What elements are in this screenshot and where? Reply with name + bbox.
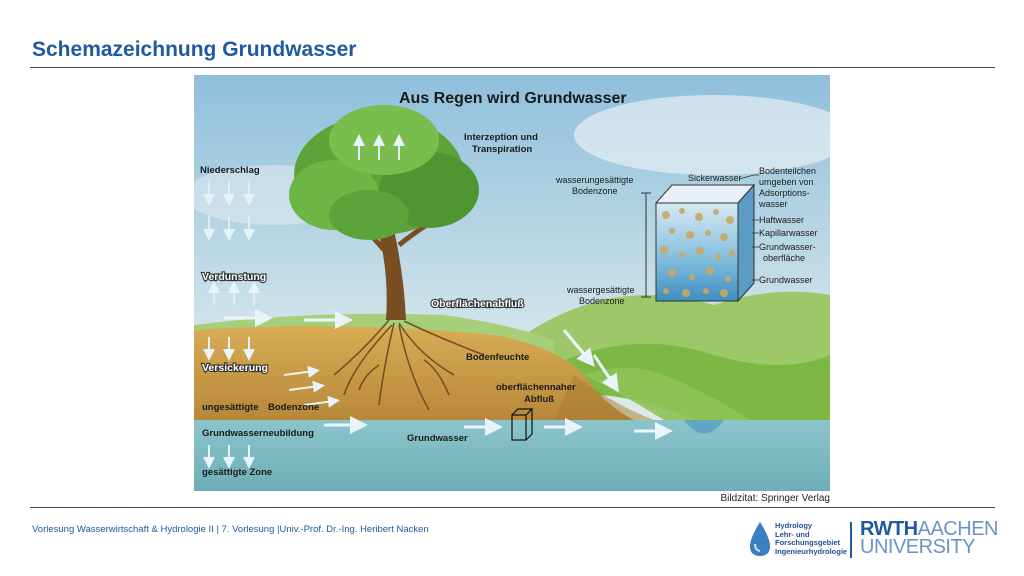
tree-trunk <box>379 230 406 320</box>
label-ungesaettigte: ungesättigte <box>202 402 258 413</box>
soil-unsaturated-zone <box>194 326 634 420</box>
footer-lecture-info: Vorlesung Wasserwirtschaft & Hydrologie … <box>32 524 429 535</box>
stream <box>684 420 724 434</box>
label-cube-grundwasser: Grundwasser <box>759 275 813 285</box>
title-divider <box>30 67 995 68</box>
label-gw-oberflaeche-2: oberfläche <box>763 253 805 263</box>
label-kapillarwasser: Kapillarwasser <box>759 228 818 238</box>
hydrology-logo-text: Hydrology Lehr- und Forschungsgebiet Ing… <box>775 521 848 556</box>
rwth-logo: RWTHAACHEN UNIVERSITY <box>860 518 999 558</box>
label-gesaettigte-zone: gesättigte Zone <box>202 467 272 478</box>
label-grundwasser: Grundwasser <box>407 433 468 444</box>
label-interzeption-1: Interzeption und <box>464 132 538 143</box>
image-caption: Bildzitat: Springer Verlag <box>720 493 830 504</box>
label-bodenfeuchte: Bodenfeuchte <box>466 352 529 363</box>
infiltration-arrows <box>203 337 340 469</box>
label-wasserungesaettigte-1: wasserungesättigte <box>555 175 634 185</box>
diagram-illustration: Aus Regen wird Grundwasser Interzeption … <box>194 75 830 491</box>
tree-roots <box>333 319 485 411</box>
label-haftwasser: Haftwasser <box>759 215 804 225</box>
groundwater-flow-arrows <box>324 416 673 440</box>
logo-separator <box>850 522 852 558</box>
label-bodenteilchen-1: Bodenteilchen <box>759 166 816 176</box>
label-niederschlag: Niederschlag <box>200 165 260 176</box>
label-grundwasserneubildung: Grundwasserneubildung <box>202 428 314 439</box>
label-oberflaechennaher-1: oberflächennaher <box>496 382 576 393</box>
precipitation-arrows <box>203 180 255 241</box>
slide-title: Schemazeichnung Grundwasser <box>32 38 357 61</box>
label-interzeption-2: Transpiration <box>472 144 532 155</box>
label-versickerung: Versickerung <box>202 362 268 374</box>
rwth-logo-university: UNIVERSITY <box>860 536 976 558</box>
label-oberflaechennaher-2: Abfluß <box>524 394 554 405</box>
label-bodenteilchen-2: umgeben von <box>759 177 814 187</box>
runoff-arrows <box>224 309 619 393</box>
label-wassergesaettigte-2: Bodenzone <box>579 296 625 306</box>
rwth-logo-bold: RWTH <box>860 518 918 540</box>
tree-crown <box>289 105 479 240</box>
footer-divider <box>30 507 995 508</box>
evaporation-arrows <box>208 134 405 305</box>
label-wasserungesaettigte-2: Bodenzone <box>572 186 618 196</box>
soil-sample-marker <box>511 414 527 441</box>
soil-pore-cube <box>654 183 756 303</box>
label-wassergesaettigte-1: wassergesättigte <box>566 285 635 295</box>
label-sickerwasser: Sickerwasser <box>688 173 742 183</box>
water-drop-icon <box>750 522 770 556</box>
rwth-logo-light: AACHEN <box>917 518 999 540</box>
diagram-headline: Aus Regen wird Grundwasser <box>399 90 627 107</box>
label-bodenteilchen-3: Adsorptions- <box>759 188 810 198</box>
label-gw-oberflaeche-1: Grundwasser- <box>759 242 816 252</box>
label-oberflaechenabfluss: Oberflächenabfluß <box>431 298 524 310</box>
label-bodenteilchen-4: wasser <box>758 199 788 209</box>
cube-leader-lines <box>738 174 759 281</box>
label-verdunstung: Verdunstung <box>202 271 266 283</box>
label-bodenzone: Bodenzone <box>268 402 319 413</box>
zone-bracket <box>641 192 651 298</box>
groundwater-diagram: Aus Regen wird Grundwasser Interzeption … <box>194 75 830 491</box>
